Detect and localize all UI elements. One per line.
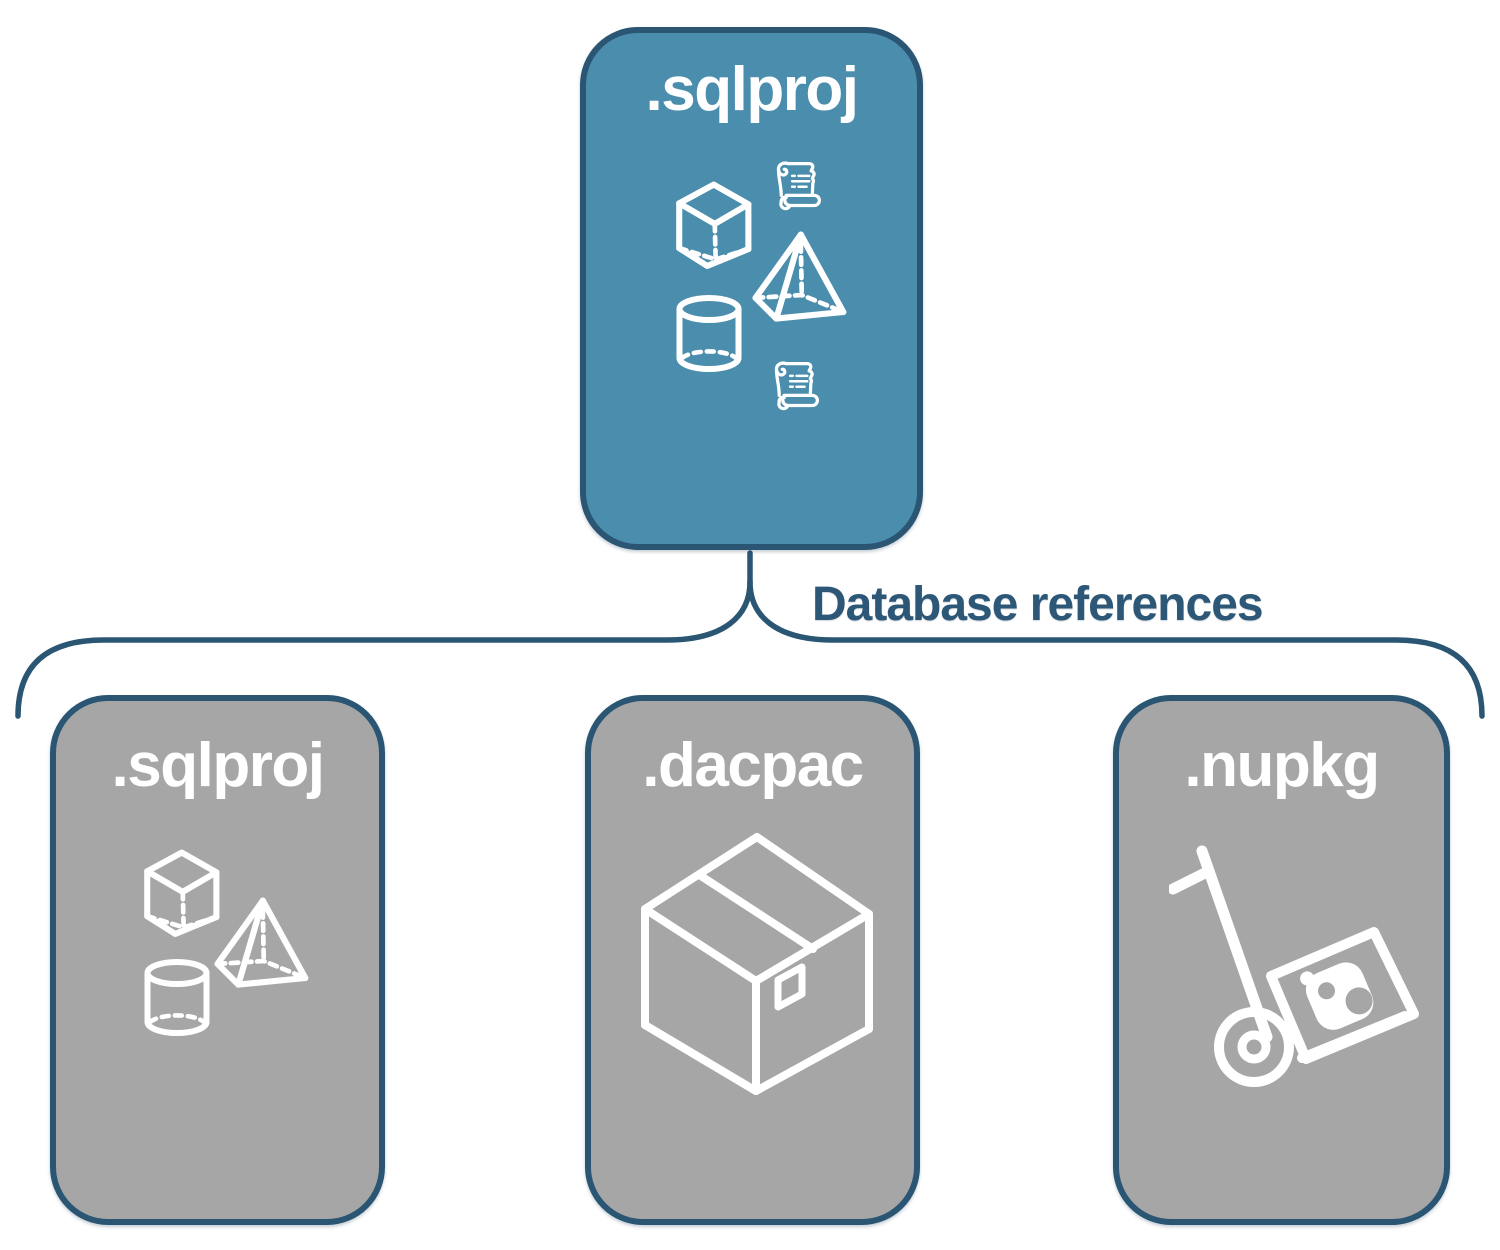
node-sqlproj-parent: .sqlproj	[580, 27, 923, 550]
node-title: .dacpac	[642, 731, 864, 800]
cylinder-icon	[674, 295, 744, 375]
node-dacpac-child: .dacpac	[585, 695, 920, 1225]
package-box-icon	[637, 829, 877, 1099]
node-nupkg-child: .nupkg	[1113, 695, 1450, 1225]
node-sqlproj-child: .sqlproj	[50, 695, 385, 1225]
pyramid-icon	[210, 895, 310, 989]
node-title: .sqlproj	[111, 731, 325, 800]
nuget-handtruck-icon	[1169, 839, 1419, 1099]
scroll-icon	[767, 355, 825, 413]
connector-label: Database references	[812, 578, 1264, 631]
cube-icon	[668, 179, 754, 271]
node-title: .nupkg	[1184, 731, 1380, 800]
scroll-icon	[769, 155, 827, 213]
pyramid-icon	[748, 229, 848, 323]
cylinder-icon	[142, 959, 212, 1039]
node-title: .sqlproj	[645, 55, 859, 124]
